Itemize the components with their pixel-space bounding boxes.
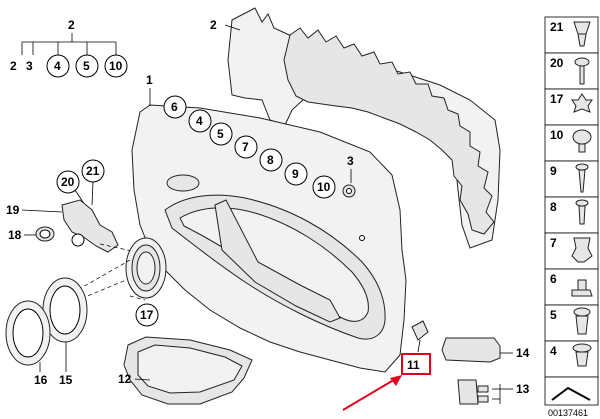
callout-5: 5 xyxy=(217,127,224,141)
callout-row: 6 4 5 7 8 9 10 xyxy=(163,95,336,199)
callout-circle-5 xyxy=(209,122,233,146)
side-label-20: 20 xyxy=(550,56,564,70)
side-label-5: 5 xyxy=(550,308,557,322)
speaker-grille xyxy=(29,237,167,321)
callout-20: 20 xyxy=(61,175,75,189)
image-code: 00137461 xyxy=(548,408,588,418)
callout-19: 19 xyxy=(6,203,20,217)
callout-2-carrier: 2 xyxy=(210,18,217,32)
callout-circle-4 xyxy=(188,109,212,133)
callout-11: 11 xyxy=(407,358,420,372)
callout-circle-4-sub xyxy=(46,54,70,78)
callout-circle-9 xyxy=(284,162,308,186)
callout-10-sub: 10 xyxy=(109,59,123,73)
side-cell-6 xyxy=(544,268,599,306)
side-parts-panel: 21 20 17 10 9 8 7 6 5 4 xyxy=(544,16,599,418)
side-label-7: 7 xyxy=(550,236,557,250)
side-label-4: 4 xyxy=(550,344,557,358)
callout-15: 15 xyxy=(59,373,73,387)
callout-3: 3 xyxy=(347,154,354,168)
callout-1: 1 xyxy=(146,73,153,87)
callout-circle-17 xyxy=(135,303,159,327)
callout-17: 17 xyxy=(140,308,154,322)
callout-9: 9 xyxy=(292,167,299,181)
callout-21: 21 xyxy=(86,164,100,178)
callout-6: 6 xyxy=(171,100,178,114)
callout-13: 13 xyxy=(516,382,530,396)
callout-5-sub: 5 xyxy=(83,59,90,73)
callout-circle-10 xyxy=(312,175,336,199)
callout-7: 7 xyxy=(242,140,249,154)
callout-circle-5-sub xyxy=(75,54,99,78)
side-label-17: 17 xyxy=(550,92,564,106)
callout-circle-6 xyxy=(163,95,187,119)
callout-circle-10-sub xyxy=(104,54,128,78)
side-label-9: 9 xyxy=(550,164,557,178)
callout-4: 4 xyxy=(196,114,203,128)
parts-13-14: 14 13 xyxy=(441,337,530,405)
side-label-10: 10 xyxy=(550,128,564,142)
side-cell-20 xyxy=(544,52,599,90)
callout-2-sub: 2 xyxy=(10,59,17,73)
callout-4-sub: 4 xyxy=(54,59,61,73)
callout-14: 14 xyxy=(516,346,530,360)
door-trim-panel: 1 xyxy=(131,73,407,373)
part-11: 11 xyxy=(342,320,431,411)
callout-11-highlight-box xyxy=(401,353,431,375)
callout-12: 12 xyxy=(118,372,132,386)
callout-circle-8 xyxy=(259,148,283,172)
brand-mark-icon xyxy=(551,386,591,401)
side-label-21: 21 xyxy=(550,20,564,34)
side-label-8: 8 xyxy=(550,200,557,214)
callout-2-top: 2 xyxy=(68,18,75,32)
side-cell-10 xyxy=(544,124,599,162)
highlight-arrow-head xyxy=(390,375,402,386)
callout-circle-7 xyxy=(234,135,258,159)
lower-pocket: 17 12 xyxy=(118,303,253,405)
highlight-arrow-shaft xyxy=(342,377,398,411)
callout-circle-20 xyxy=(56,170,80,194)
handle-mechanism: 21 20 19 18 xyxy=(6,159,151,256)
part-3-clip: 3 xyxy=(342,154,356,198)
callout-16: 16 xyxy=(34,373,48,387)
callout-18: 18 xyxy=(8,228,22,242)
side-label-6: 6 xyxy=(550,272,557,286)
side-cell-8 xyxy=(544,196,599,234)
part-2-tree: 2 2 3 4 5 10 xyxy=(10,18,128,78)
callout-10: 10 xyxy=(317,180,331,194)
callout-8: 8 xyxy=(267,153,274,167)
callout-3-sub: 3 xyxy=(26,59,33,73)
speaker-rings: 16 15 xyxy=(5,277,88,387)
